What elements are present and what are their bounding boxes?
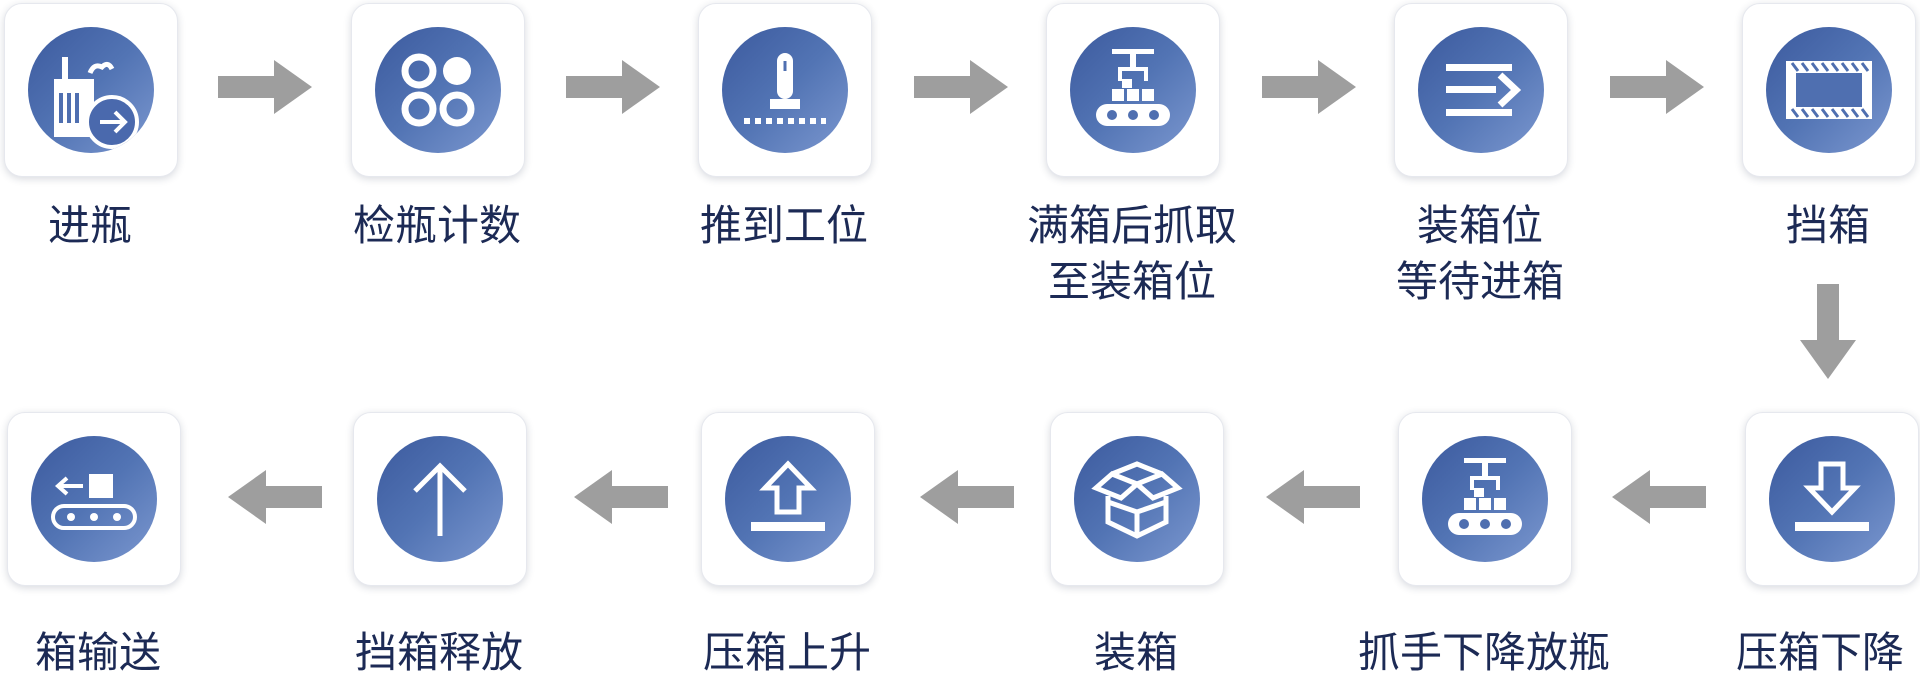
step-card-3 <box>698 3 872 177</box>
release-up-icon <box>413 462 467 536</box>
step-card-5 <box>1394 3 1568 177</box>
press-down-icon <box>1795 461 1869 531</box>
step-card-1 <box>4 3 178 177</box>
step-label-2: 检瓶计数 <box>352 201 521 250</box>
step-card-11 <box>353 412 527 586</box>
step-card-9 <box>1050 412 1224 586</box>
step-card-12 <box>7 412 181 586</box>
push-station-icon <box>744 53 826 124</box>
arrow-right-icon <box>218 60 312 114</box>
gripper-conveyor-icon <box>1096 49 1170 126</box>
arrow-right-icon <box>1610 60 1704 114</box>
step-label-7: 压箱下降 <box>1736 628 1905 677</box>
step-label-3: 推到工位 <box>699 201 868 250</box>
step-card-4 <box>1046 3 1220 177</box>
step-label-4b: 至装箱位 <box>1047 257 1216 306</box>
step-card-2 <box>351 3 525 177</box>
block-box-icon <box>1786 61 1872 119</box>
step-card-7 <box>1745 412 1919 586</box>
step-card-8 <box>1398 412 1572 586</box>
step-label-10: 压箱上升 <box>702 628 871 677</box>
bottle-count-icon <box>401 53 475 127</box>
arrow-right-icon <box>566 60 660 114</box>
press-up-icon <box>751 460 825 531</box>
step-card-6 <box>1742 3 1916 177</box>
step-label-5b: 等待进箱 <box>1395 257 1564 306</box>
arrow-down-icon <box>1800 284 1856 379</box>
bottle-in-icon <box>54 57 139 149</box>
step-label-1: 进瓶 <box>47 201 132 250</box>
arrow-left-icon <box>228 470 322 524</box>
step-label-5a: 装箱位 <box>1416 201 1543 250</box>
arrow-left-icon <box>920 470 1014 524</box>
step-label-6: 挡箱 <box>1785 201 1870 250</box>
gripper-place-icon <box>1448 458 1522 535</box>
step-label-4a: 满箱后抓取 <box>1026 201 1237 250</box>
arrow-right-icon <box>1262 60 1356 114</box>
arrow-left-icon <box>574 470 668 524</box>
arrow-left-icon <box>1612 470 1706 524</box>
step-label-9: 装箱 <box>1093 628 1178 677</box>
step-label-12: 箱输送 <box>34 628 161 677</box>
step-label-8: 抓手下降放瓶 <box>1357 628 1610 677</box>
step-label-11: 挡箱释放 <box>354 628 523 677</box>
open-box-icon <box>1091 461 1183 539</box>
arrow-left-icon <box>1266 470 1360 524</box>
wait-in-icon <box>1446 64 1522 116</box>
box-conveyor-icon <box>51 474 137 530</box>
step-card-10 <box>701 412 875 586</box>
arrow-right-icon <box>914 60 1008 114</box>
